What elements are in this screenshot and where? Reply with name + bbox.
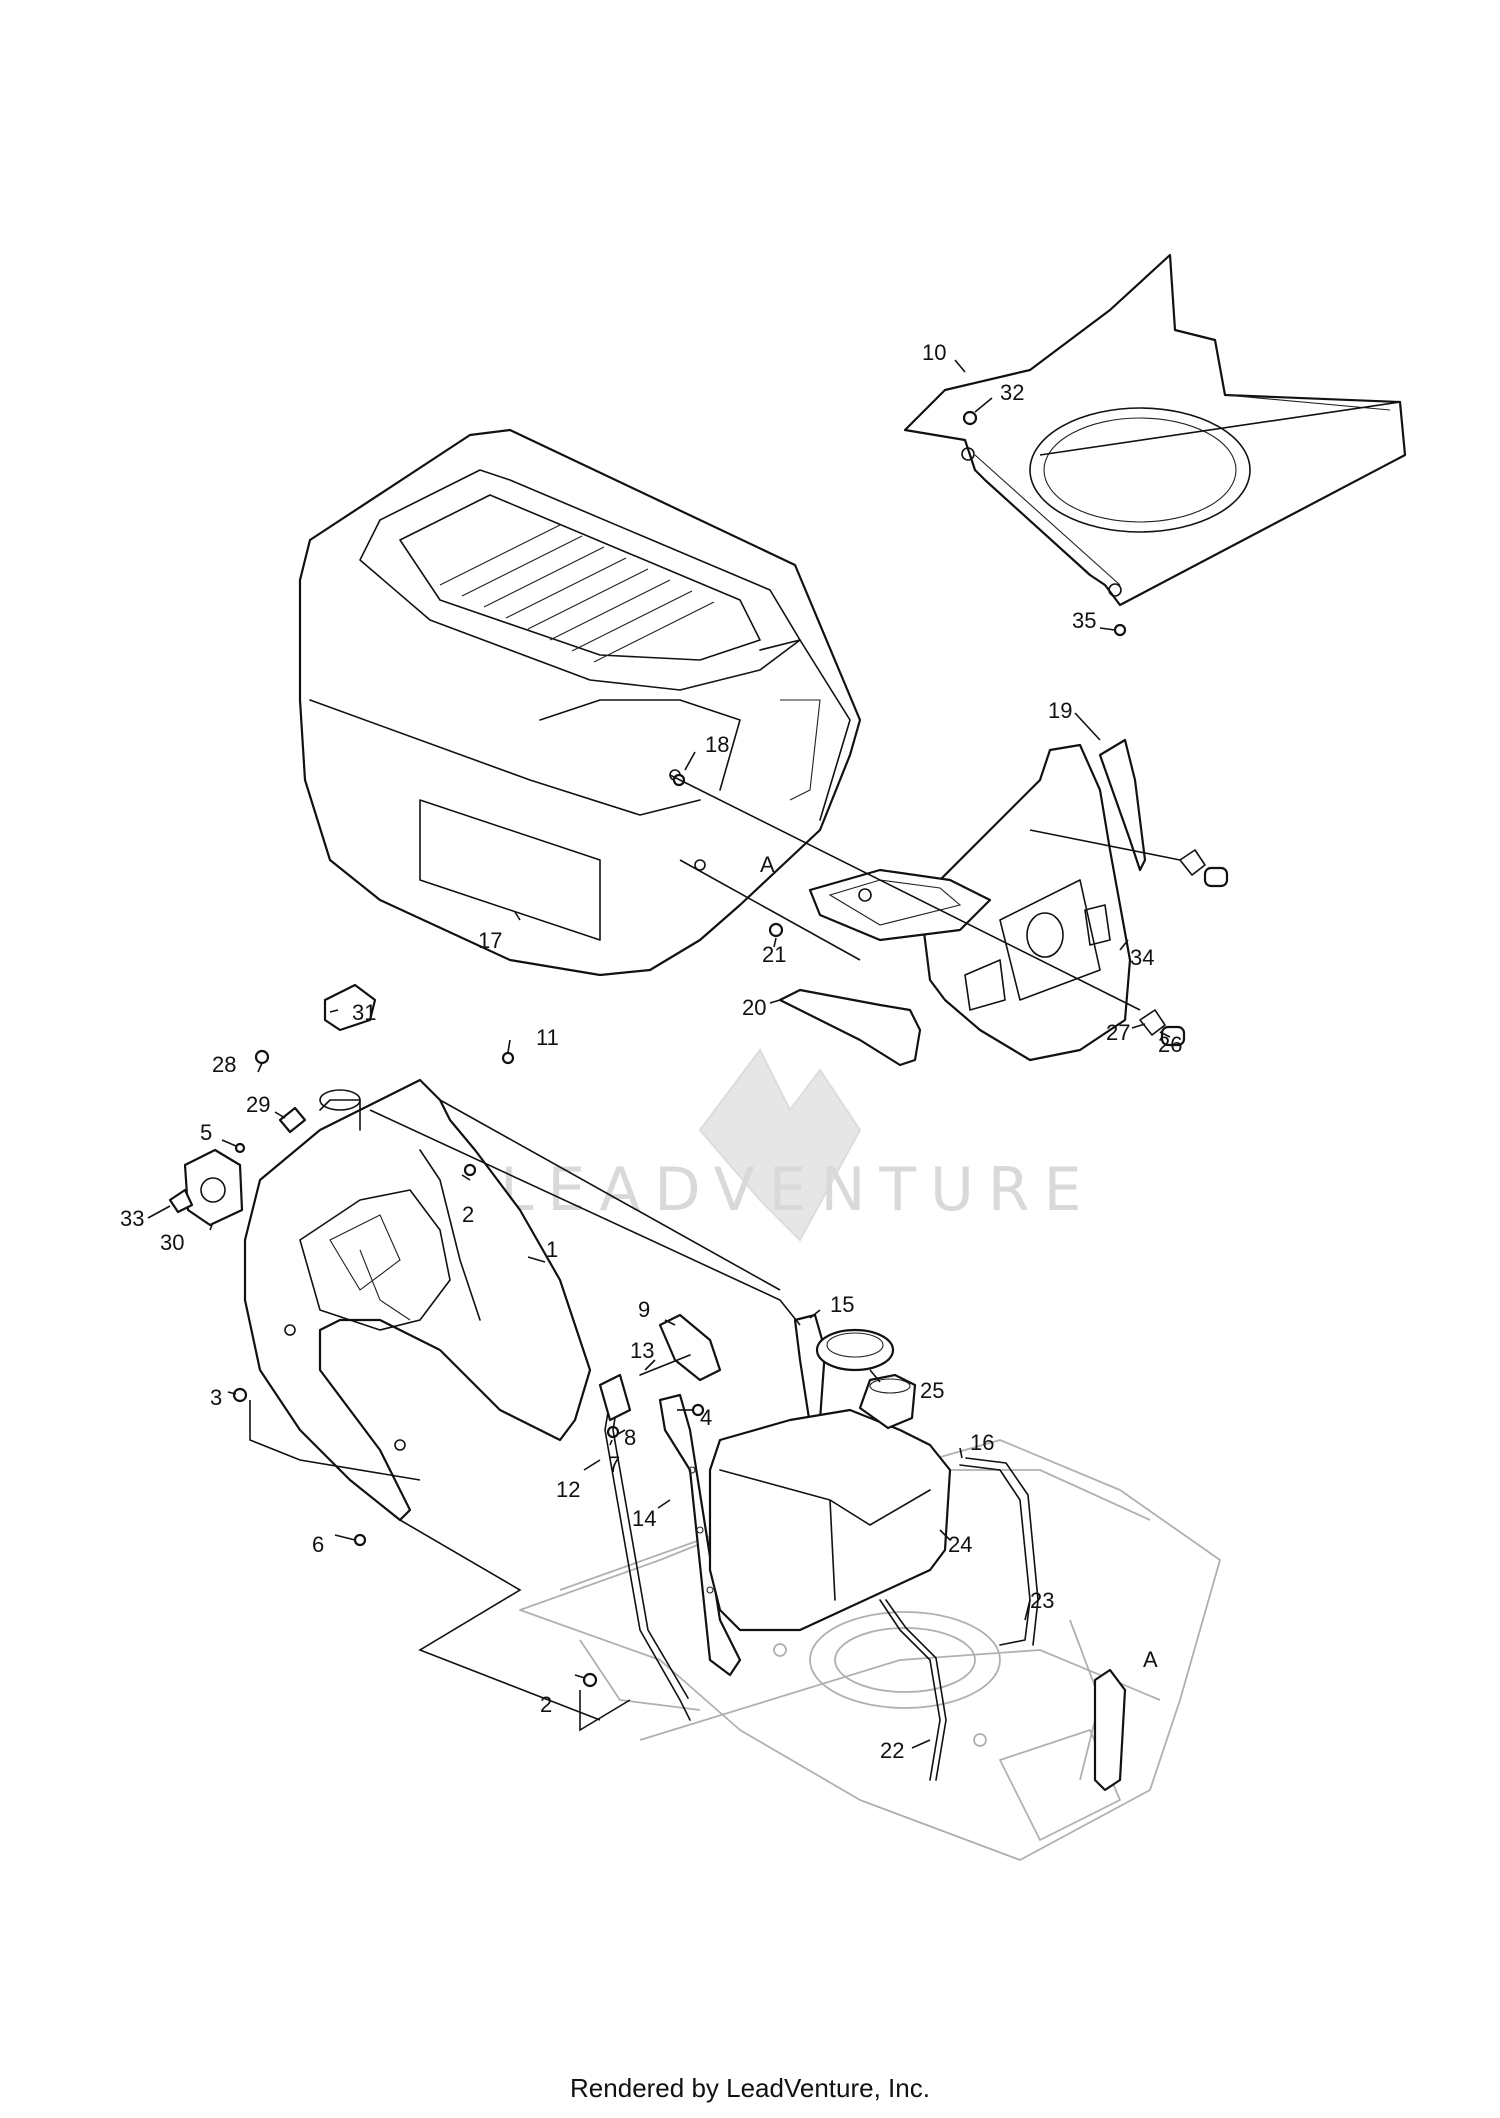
callout-31: 31 <box>352 1000 376 1025</box>
callout-14: 14 <box>632 1506 656 1531</box>
callout-1: 1 <box>546 1237 558 1262</box>
callout-9: 9 <box>638 1297 650 1322</box>
grille-fasteners <box>1139 849 1229 1047</box>
callout-7: 7 <box>608 1452 620 1477</box>
callout-13: 13 <box>630 1338 654 1363</box>
callout-15: 15 <box>830 1292 854 1317</box>
part-1-dash-panel <box>243 1078 592 1522</box>
part-22-23-fuel-lines <box>879 1599 947 1781</box>
part-17-hood <box>298 428 862 977</box>
leadventure-watermark: LEADVENTURE <box>500 1048 1096 1242</box>
part-15-bracket <box>793 1313 827 1427</box>
callout-20: 20 <box>742 995 766 1020</box>
part-10-floor-plate <box>903 253 1407 607</box>
callout-29: 29 <box>246 1092 270 1117</box>
callout-5: 5 <box>200 1120 212 1145</box>
part-14-bracket <box>658 1393 742 1677</box>
part-24-fuel-tank <box>708 1373 952 1632</box>
callout-2-upper: 2 <box>462 1202 474 1227</box>
part-34-grille <box>808 743 1132 1062</box>
footer-credit: Rendered by LeadVenture, Inc. <box>570 2073 930 2103</box>
callout-10: 10 <box>922 340 946 365</box>
callout-30: 30 <box>160 1230 184 1255</box>
part-16-strap <box>959 1457 1039 1646</box>
callout-2-lower: 2 <box>540 1692 552 1717</box>
callout-3: 3 <box>210 1385 222 1410</box>
callout-16: 16 <box>970 1430 994 1455</box>
callout-11: 11 <box>536 1025 559 1050</box>
watermark-text: LEADVENTURE <box>500 1155 1096 1225</box>
callout-23: 23 <box>1030 1588 1054 1613</box>
callout-a-lower: A <box>1143 1647 1158 1672</box>
callout-8: 8 <box>624 1425 636 1450</box>
callout-19: 19 <box>1048 698 1072 723</box>
part-12-support-rod <box>598 1373 691 1721</box>
part-30-switch <box>183 1148 244 1227</box>
callout-4: 4 <box>700 1405 712 1430</box>
callout-17: 17 <box>478 928 502 953</box>
part-25-fuel-cap <box>815 1328 895 1372</box>
callout-leaders <box>147 359 1171 1749</box>
part-31-knob <box>323 983 377 1032</box>
callout-27: 27 <box>1106 1020 1130 1045</box>
callout-18: 18 <box>705 732 729 757</box>
part-20-lens <box>778 988 922 1067</box>
watermark-flame-logo <box>698 1048 862 1242</box>
callout-6: 6 <box>312 1532 324 1557</box>
callout-labels: 1 2 2 3 4 5 6 7 8 9 10 11 12 13 14 15 16… <box>120 340 1182 1763</box>
assembly-lines <box>249 401 1401 1732</box>
callout-34: 34 <box>1130 945 1154 970</box>
callout-25: 25 <box>920 1378 944 1403</box>
callout-24: 24 <box>948 1532 972 1557</box>
part-13-pin <box>639 1354 691 1376</box>
callout-32: 32 <box>1000 380 1024 405</box>
callout-21: 21 <box>762 942 786 967</box>
frame-post-a <box>1093 1668 1127 1792</box>
hardware-fasteners <box>168 410 1127 1688</box>
callout-35: 35 <box>1072 608 1096 633</box>
callout-a-upper: A <box>760 852 775 877</box>
part-9-bracket <box>658 1313 722 1382</box>
callout-22: 22 <box>880 1738 904 1763</box>
callout-28: 28 <box>212 1052 236 1077</box>
callout-26: 26 <box>1158 1032 1182 1057</box>
hood-grille-slots <box>439 524 715 663</box>
callout-33: 33 <box>120 1206 144 1231</box>
callout-12: 12 <box>556 1477 580 1502</box>
part-19-light-bracket <box>1098 738 1147 872</box>
